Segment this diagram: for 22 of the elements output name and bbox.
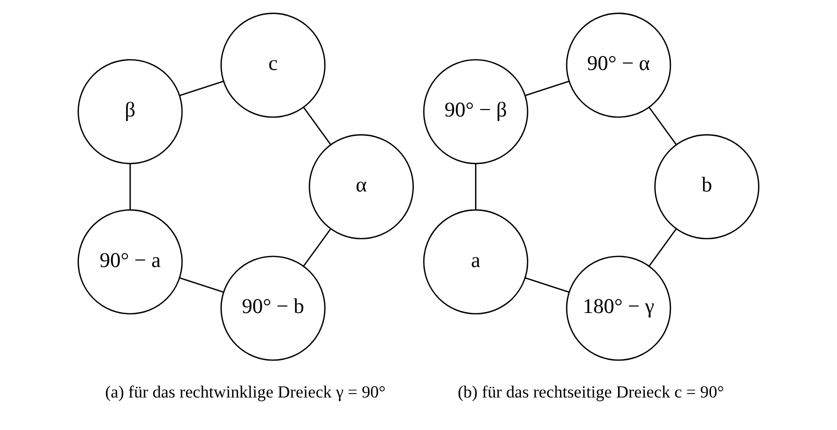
node-circle: 90° − α: [566, 12, 672, 118]
node-circle: 90° − β: [423, 59, 528, 164]
node-circle: 180° − γ: [566, 256, 672, 361]
node-circle: a: [423, 209, 528, 314]
label: (b) für das rechtseitige Dreieck c = 90°: [458, 382, 724, 402]
connector: [648, 228, 677, 267]
node-circle: b: [654, 134, 760, 240]
node-circle: 90° − a: [78, 209, 183, 314]
connector: [525, 80, 570, 96]
connector: [180, 80, 224, 96]
connector: [303, 228, 332, 267]
node-circle: c: [220, 12, 326, 118]
node-circle: β: [78, 59, 183, 164]
connector: [303, 107, 332, 146]
node-circle: α: [308, 134, 414, 240]
connector: [475, 164, 476, 210]
connector: [524, 277, 570, 293]
label: (a) für das rechtwinklige Dreieck γ = 90°: [105, 382, 386, 402]
connector: [179, 277, 224, 293]
node-circle: 90° − b: [220, 256, 326, 361]
connector: [130, 164, 131, 210]
connector: [648, 107, 677, 146]
